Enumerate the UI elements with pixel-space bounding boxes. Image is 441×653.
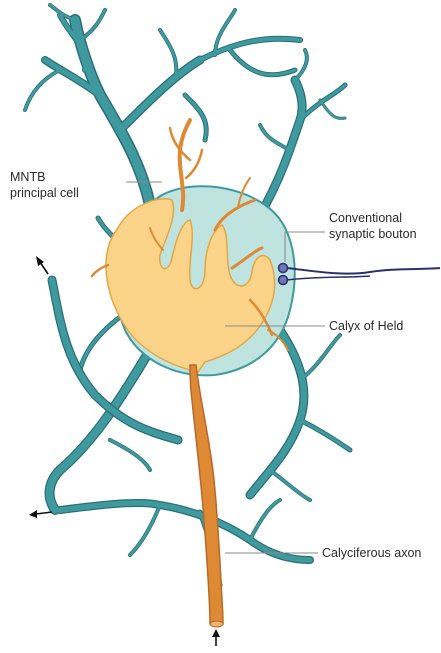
label-cell-line2: principal cell: [10, 186, 79, 200]
label-conventional-synaptic-bouton: Conventional synaptic bouton: [329, 211, 417, 241]
axon-cut-end: [210, 621, 223, 627]
arrow-left-icon: [29, 510, 52, 518]
label-calyx-of-held: Calyx of Held: [329, 319, 403, 333]
label-calyciferous-axon: Calyciferous axon: [322, 546, 421, 560]
arrow-up-icon: [212, 629, 220, 646]
label-bouton-line2: synaptic bouton: [329, 227, 417, 241]
calyciferous-axon: [190, 365, 223, 624]
label-mntb-principal-cell: MNTB principal cell: [10, 170, 79, 200]
arrow-up-left-icon: [36, 256, 48, 274]
label-bouton-line1: Conventional: [329, 211, 402, 225]
label-cell-line1: MNTB: [10, 170, 45, 184]
synaptic-bouton: [279, 264, 441, 285]
